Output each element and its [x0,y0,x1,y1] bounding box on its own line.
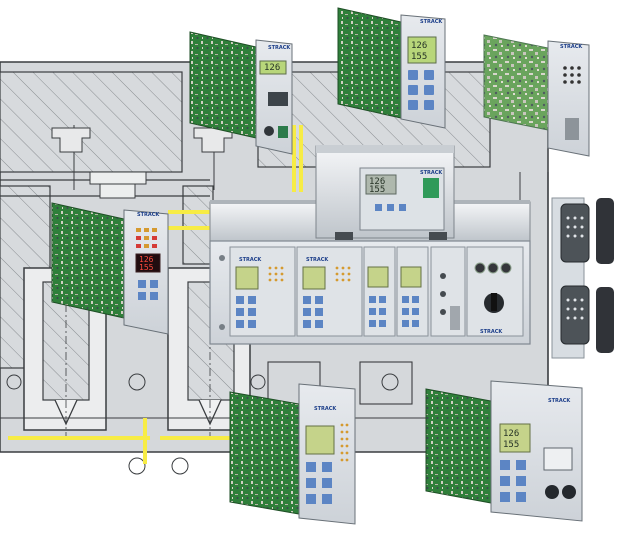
red-display-line-1: 126 [139,255,154,264]
brand-logo-rack-1: STRACK [239,257,262,263]
left-card-leds [136,228,157,248]
heater-lines [8,125,303,464]
desktop-temperature-controller: 126 155 STRACK [315,145,455,240]
desktop-display-line-1: 126 [369,177,385,187]
brand-logo-card-1: STRACK [268,45,291,51]
rack-module-1 [229,246,296,337]
brand-logo-rack-2: STRACK [306,257,329,263]
top-middle-lcd-line-2: 155 [411,52,427,62]
rack-power-module [430,246,466,337]
brand-logo-card-5: STRACK [314,406,337,412]
brand-logo-card-4: STRACK [137,212,160,218]
control-card-bottom-right: 126 155 STRACK [425,380,583,522]
rack-switch-module [466,246,524,337]
brand-logo-card-3: STRACK [560,44,583,50]
control-card-left-middle: 126 155 STRACK [51,202,169,335]
rack-module-2 [296,246,363,337]
bottom-right-display-line-1: 126 [503,429,519,439]
small-card-display-text: 126 [264,63,280,73]
brand-logo-desktop: STRACK [420,170,443,176]
top-middle-buttons [408,70,434,110]
top-middle-lcd-line-1: 126 [411,41,427,51]
rack-module-3 [363,246,396,337]
bottom-left-buttons [306,462,332,504]
control-card-bottom-left: STRACK [229,383,356,525]
brand-logo-card-2: STRACK [420,19,443,25]
control-card-top-left: 126 STRACK [189,31,293,155]
brand-logo-card-6: STRACK [548,398,571,404]
desktop-display-line-2: 155 [369,185,385,195]
control-card-top-middle: 126 155 STRACK [337,7,446,129]
side-connectors [551,197,614,359]
rack-module-4 [396,246,429,337]
bottom-left-led-matrix [340,423,349,462]
control-card-top-right: STRACK [483,34,590,157]
brand-logo-rack-3: STRACK [480,329,503,335]
red-display-line-2: 155 [139,263,154,272]
bottom-right-display-line-2: 155 [503,440,519,450]
